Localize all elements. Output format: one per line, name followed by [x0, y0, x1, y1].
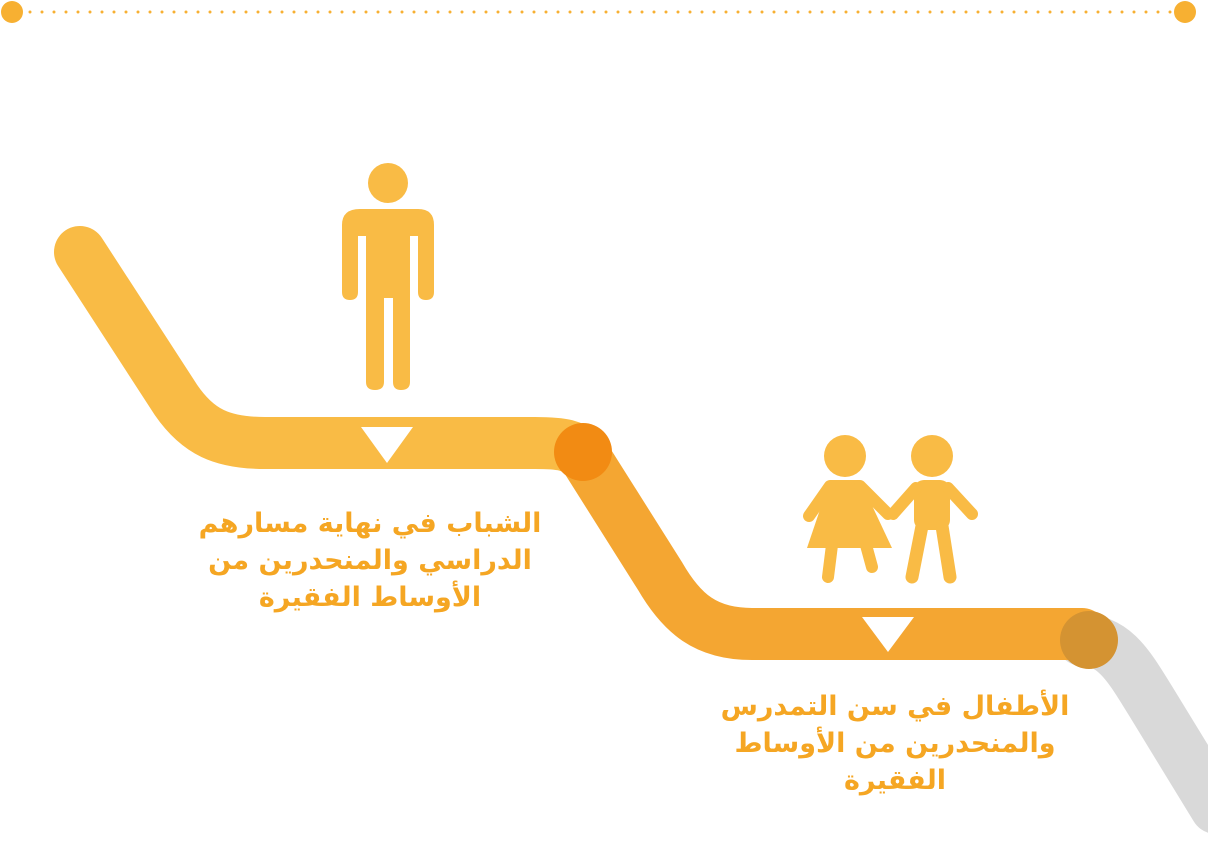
youth-marker-down-triangle-icon: [361, 427, 413, 463]
children-step-label: الأطفال في سن التمدرس والمنحدرين من الأو…: [720, 691, 1070, 796]
path-lower-segment: [557, 428, 1108, 660]
path-node-end: [1060, 611, 1118, 669]
path-node-highlight: [554, 423, 612, 481]
standing-person-icon: [342, 163, 434, 390]
children-marker-down-triangle-icon: [862, 617, 914, 652]
path-upper-segment: [54, 226, 609, 480]
top-right-node-icon: [1174, 1, 1196, 23]
youth-step-label: الشباب في نهاية مسارهم الدراسي والمنحدري…: [198, 508, 542, 613]
children-holding-hands-icon: [803, 435, 978, 584]
top-left-node-icon: [1, 1, 23, 23]
